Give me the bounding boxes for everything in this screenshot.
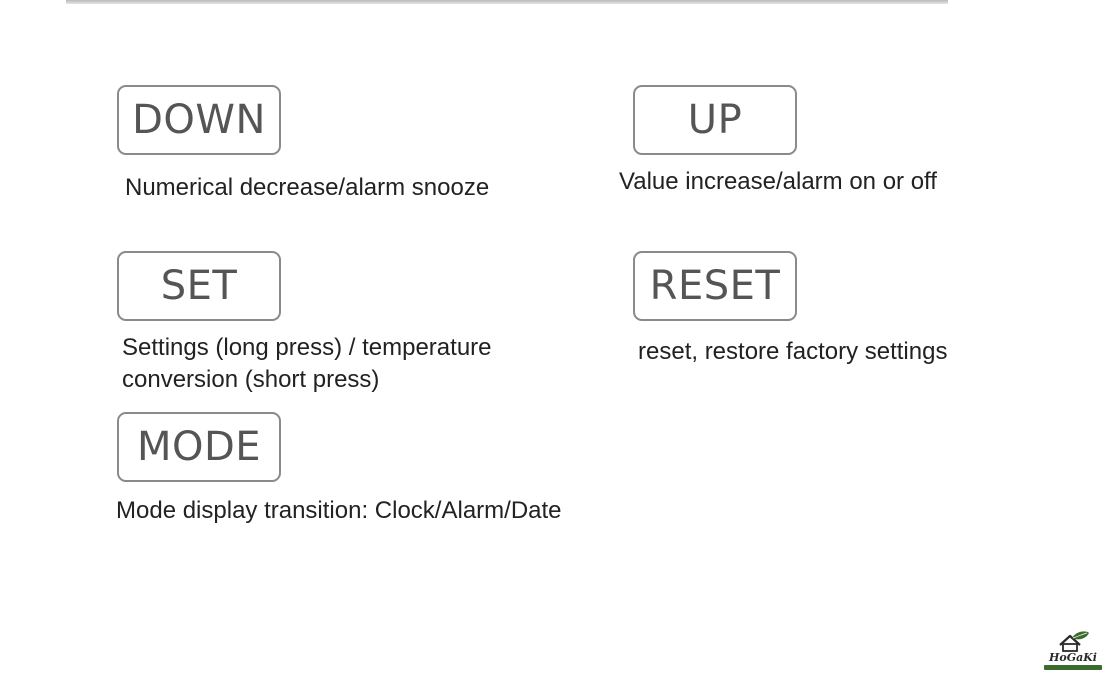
set-description-line1: Settings (long press) / temperature bbox=[122, 334, 492, 361]
down-button[interactable]: DOWN bbox=[117, 85, 281, 155]
top-divider-bar bbox=[66, 0, 948, 4]
hogaki-logo: HoGaKi bbox=[1044, 630, 1102, 674]
reset-description: reset, restore factory settings bbox=[638, 338, 948, 365]
down-description: Numerical decrease/alarm snooze bbox=[125, 174, 490, 201]
set-description: Settings (long press) / temperature conv… bbox=[122, 332, 492, 396]
mode-button[interactable]: MODE bbox=[117, 412, 281, 482]
mode-description: Mode display transition: Clock/Alarm/Dat… bbox=[116, 497, 562, 524]
logo-name: HoGaKi bbox=[1049, 651, 1097, 664]
up-button[interactable]: UP bbox=[633, 85, 797, 155]
up-description: Value increase/alarm on or off bbox=[619, 168, 937, 195]
set-button[interactable]: SET bbox=[117, 251, 281, 321]
logo-tagline-strip bbox=[1044, 665, 1102, 670]
set-description-line2: conversion (short press) bbox=[122, 366, 380, 393]
reset-button[interactable]: RESET bbox=[633, 251, 797, 321]
house-leaf-icon bbox=[1059, 631, 1089, 652]
